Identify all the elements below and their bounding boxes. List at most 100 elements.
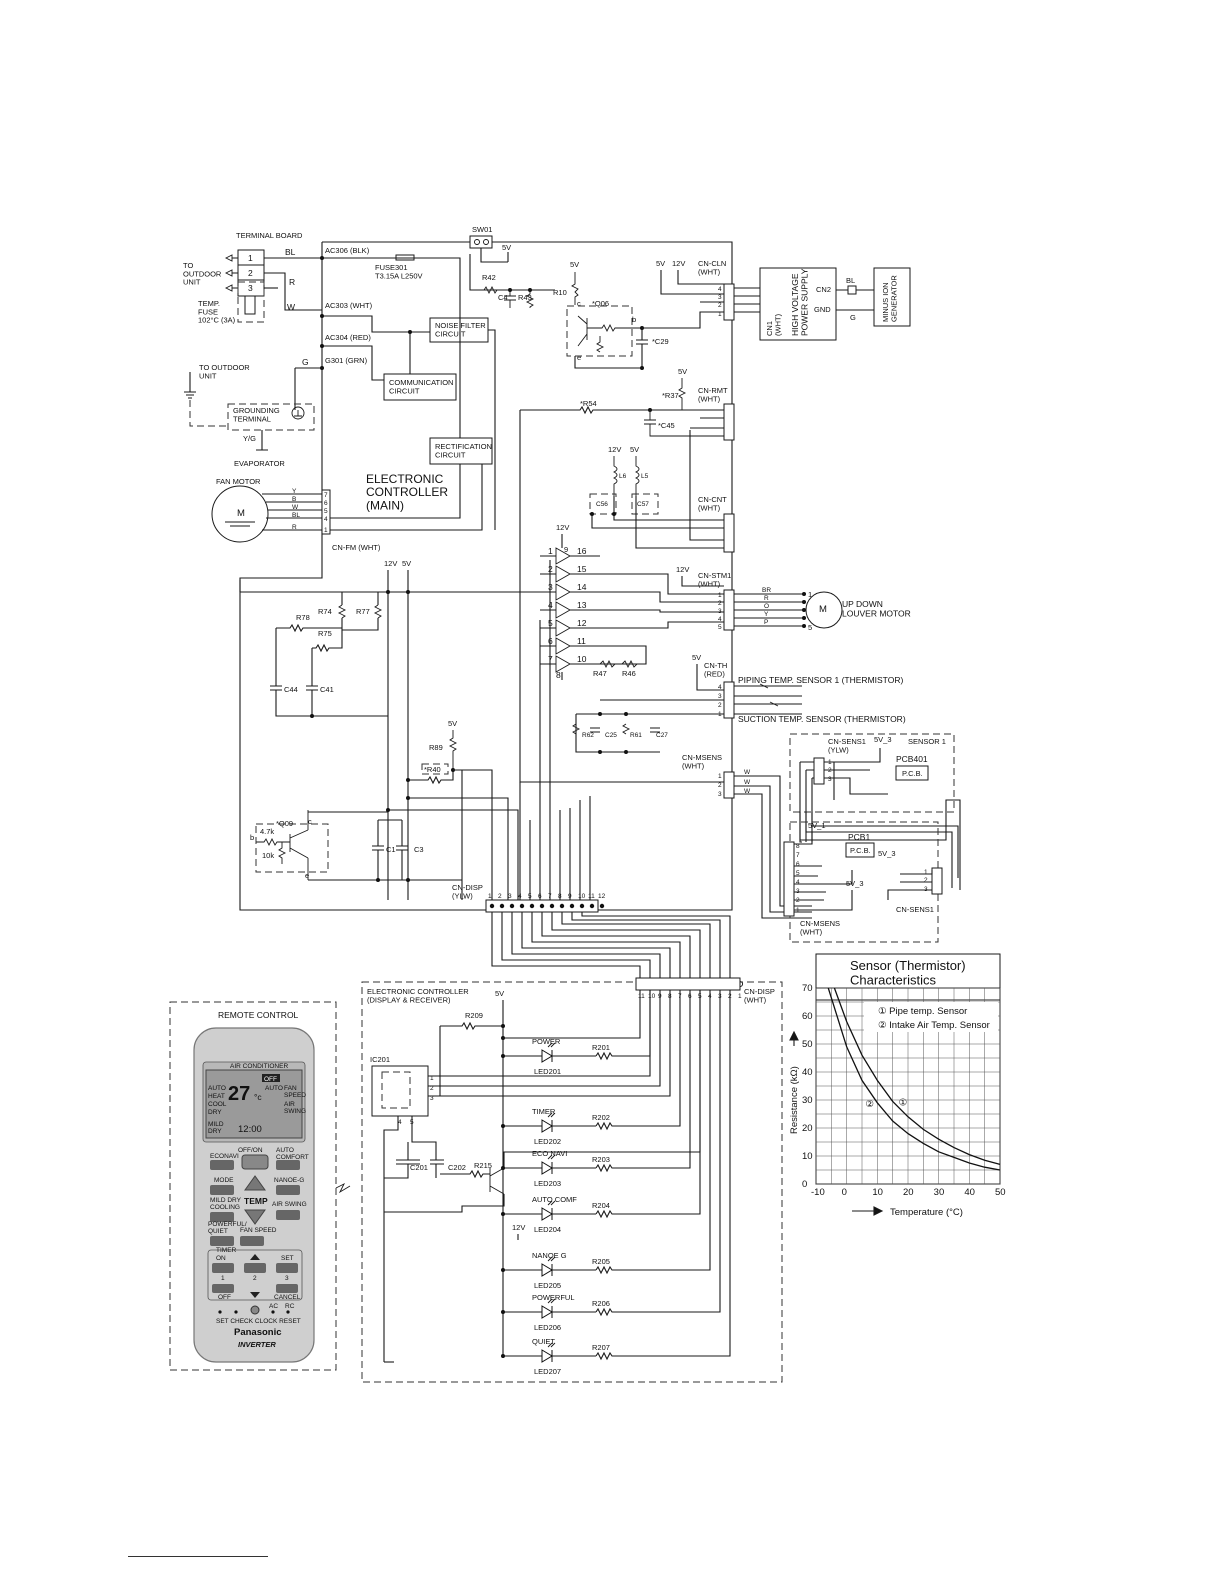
pcb401	[895, 765, 929, 781]
q09-b: b	[250, 833, 254, 842]
cn-disp-ylw-pin: 12	[598, 893, 606, 900]
r47-label: R47	[593, 669, 607, 678]
buffer-out-16: 16	[577, 546, 587, 556]
display-controller-box	[361, 981, 783, 1383]
remote-temp-down[interactable]	[244, 1209, 266, 1225]
wire-r: R	[289, 277, 295, 287]
chart-xtick: 10	[872, 1187, 883, 1198]
r62-label: R62	[582, 732, 594, 739]
ac303-label: AC303 (WHT)	[325, 301, 373, 310]
remote-timer-1[interactable]	[212, 1263, 234, 1273]
pcb1-pin-4: 4	[796, 879, 800, 886]
chart-series-line	[833, 987, 1001, 1166]
r75-label: R75	[318, 629, 332, 638]
cln-pin-2: 2	[718, 302, 722, 309]
remote-timer-3[interactable]	[276, 1263, 298, 1273]
stm-pin-1: 1	[718, 592, 722, 599]
sens1-pin-3: 3	[828, 776, 832, 783]
v5-r89: 5V	[448, 719, 457, 728]
fan-motor-m: M	[237, 508, 245, 519]
remote-rc: RC	[285, 1303, 295, 1310]
remote-timer-off[interactable]	[212, 1284, 234, 1293]
remote-fan-speed-button[interactable]	[240, 1236, 264, 1246]
c57-label: C57	[637, 501, 649, 508]
q06-label: *Q06	[592, 299, 609, 308]
display-controller-label: ELECTRONIC CONTROLLER(DISPLAY & RECEIVER…	[367, 987, 469, 1004]
gnd-label: GND	[814, 305, 831, 314]
cn-cln	[723, 283, 735, 321]
q06-e: e	[577, 353, 581, 362]
r89-label: R89	[429, 743, 443, 752]
v5-rmt: 5V	[678, 367, 687, 376]
led-name: LED207	[534, 1367, 561, 1376]
remote-offon-label: OFF/ON	[238, 1147, 263, 1154]
remote-econavi-button[interactable]	[210, 1160, 234, 1170]
led-function-label: POWER	[532, 1037, 561, 1046]
remote-mode-button[interactable]	[210, 1185, 234, 1195]
cn-disp-ylw-contact	[549, 903, 555, 909]
c45-label: *C45	[658, 421, 675, 430]
fan-motor	[211, 485, 269, 543]
th-pin-3: 3	[718, 693, 722, 700]
stm-pin-3: 3	[718, 608, 722, 615]
left-section: 12V 5V R74 R77 R78 R75 C44 C41 5V R89 *R…	[239, 559, 599, 913]
r61-label: R61	[630, 732, 642, 739]
remote-inverter: INVERTER	[238, 1340, 276, 1349]
remote-timer-cancel[interactable]	[276, 1284, 298, 1293]
msens-pin-1: 1	[718, 773, 722, 780]
fan-wire-y: Y	[292, 488, 297, 495]
remote-mild-dry-button[interactable]	[210, 1212, 234, 1222]
cn-disp-ylw-pin: 2	[498, 893, 502, 900]
cn-cnt-label: CN-CNT(WHT)	[698, 495, 727, 512]
cn-rmt-label: CN-RMT(WHT)	[698, 386, 728, 403]
cn-disp-ylw-pin: 9	[568, 893, 572, 900]
remote-title: REMOTE CONTROL	[218, 1010, 299, 1020]
cn-cln-label: CN-CLN(WHT)	[698, 259, 726, 276]
stm-wire-y: Y	[764, 611, 769, 618]
remote-air-swing-button[interactable]	[276, 1210, 300, 1220]
minus-ion-label: MINUS IONGENERATOR	[881, 275, 898, 322]
pcb401-label: PCB401	[896, 754, 928, 764]
chart-ytick: 70	[802, 983, 813, 994]
remote-temp-up[interactable]	[244, 1175, 266, 1191]
led-name: LED201	[534, 1067, 561, 1076]
r37-label: *R37	[662, 391, 679, 400]
v5-3-pcb1b: 5V_3	[846, 879, 864, 888]
led-function-label: ECO NAVI	[532, 1149, 567, 1158]
pcb1-pin-6: 6	[796, 861, 800, 868]
pcb1	[845, 842, 875, 858]
cn-msens-label: CN-MSENS(WHT)	[682, 753, 722, 770]
fan-pin-5: 5	[324, 508, 328, 515]
remote-powerful-button[interactable]	[210, 1236, 234, 1246]
terminal-board-label: TERMINAL BOARD	[236, 231, 303, 240]
remote-auto-comfort-button[interactable]	[276, 1160, 300, 1170]
cn-disp-ylw-contact	[499, 903, 505, 909]
remote-clock-button[interactable]	[250, 1305, 260, 1315]
c4-label: C4	[498, 293, 508, 302]
fan-wire-b: B	[292, 496, 296, 503]
v5-display: 5V	[495, 989, 504, 998]
buffer-out-15: 15	[577, 564, 587, 574]
q09-box	[255, 823, 329, 873]
msens-pin-3: 3	[718, 791, 722, 798]
remote-nanoe-button[interactable]	[276, 1185, 300, 1195]
v5-3-pcb1: 5V_3	[878, 849, 896, 858]
msens-wire-3: W	[744, 788, 751, 795]
chart-ytick: 30	[802, 1095, 813, 1106]
g-label: G	[850, 313, 856, 322]
terminal-1: 1	[248, 253, 253, 263]
led-function-label: POWERFUL	[532, 1293, 575, 1302]
remote-offon-button[interactable]	[241, 1154, 269, 1170]
remote-timer-2[interactable]	[244, 1263, 266, 1273]
fan-pin-7: 7	[324, 492, 328, 499]
pcb1-pin-5: 5	[796, 870, 800, 877]
v12-cnt: 12V	[608, 445, 621, 454]
remote-auto: AUTO	[265, 1085, 283, 1092]
r40-box	[421, 763, 449, 775]
cn-disp-ylw-contact	[539, 903, 545, 909]
